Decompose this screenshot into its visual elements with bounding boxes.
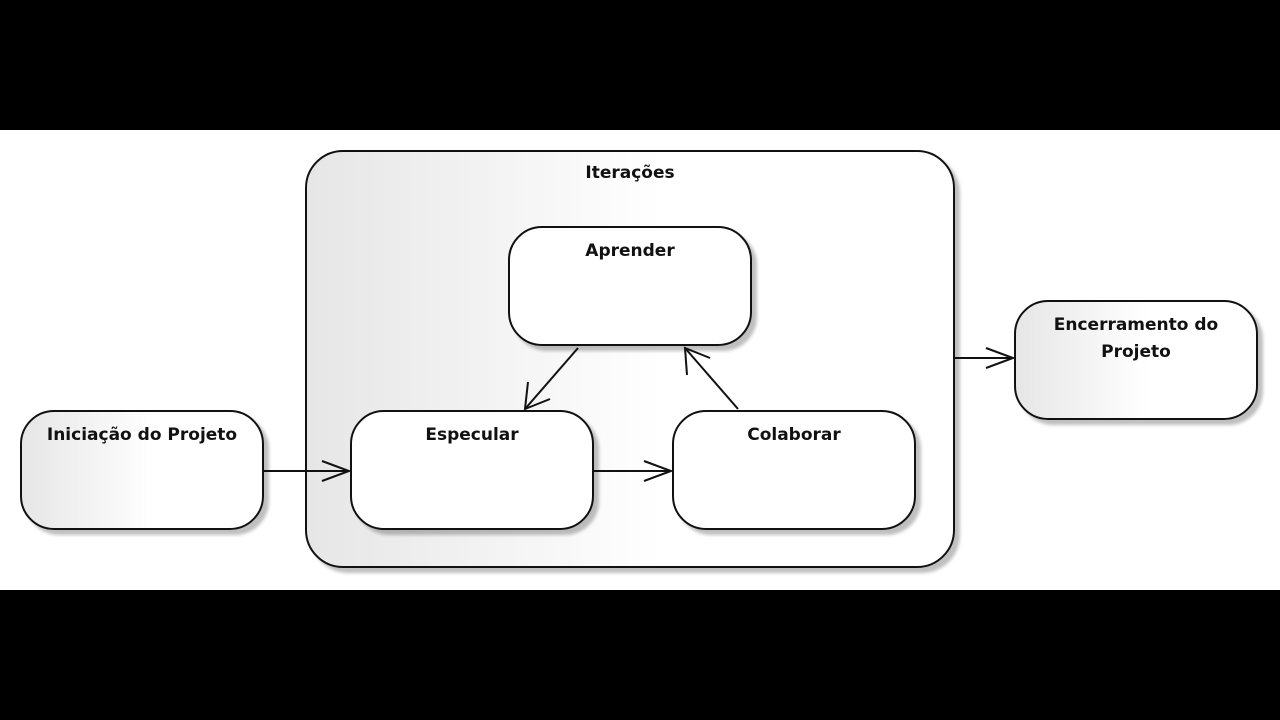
node-collaborate-label: Colaborar bbox=[747, 425, 841, 445]
node-speculate-label: Especular bbox=[425, 425, 519, 445]
node-end: Encerramento do Projeto bbox=[1014, 300, 1258, 420]
node-learn-label: Aprender bbox=[585, 241, 675, 261]
node-learn: Aprender bbox=[508, 226, 752, 346]
node-start-label: Iniciação do Projeto bbox=[46, 425, 238, 445]
node-end-label: Encerramento do Projeto bbox=[1053, 315, 1219, 362]
node-speculate: Especular bbox=[350, 410, 594, 530]
node-collaborate: Colaborar bbox=[672, 410, 916, 530]
node-start: Iniciação do Projeto bbox=[20, 410, 264, 530]
iterations-label: Iterações bbox=[585, 163, 675, 183]
